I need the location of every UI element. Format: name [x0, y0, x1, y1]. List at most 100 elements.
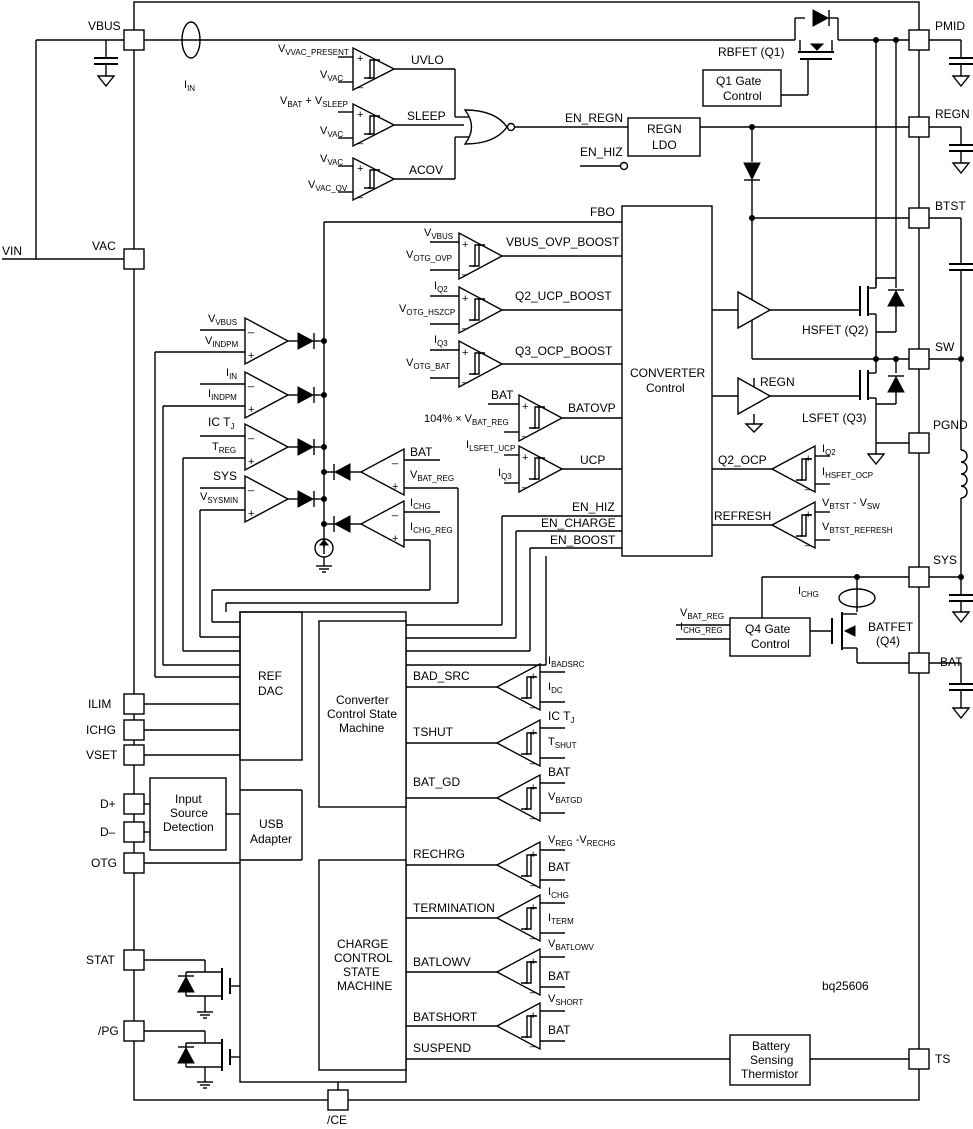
svg-text:+: +	[530, 727, 536, 739]
signal-q2-ucp-boost: Q2_UCP_BOOST	[515, 289, 612, 303]
pin-sw[interactable]	[908, 348, 930, 370]
digital-core	[239, 611, 407, 1083]
pin-ce[interactable]	[327, 1089, 349, 1111]
pin-label-ichg: ICHG	[86, 723, 116, 737]
svg-text:_: _	[529, 875, 537, 887]
pin-dminus[interactable]	[123, 821, 145, 843]
diode-icon	[177, 975, 195, 993]
svg-text:IDC: IDC	[548, 681, 563, 695]
comparator-rechrg: RECHRG +_	[406, 840, 565, 890]
comparator-vindpm: _+	[244, 316, 290, 366]
svg-text:IINDPM: IINDPM	[208, 388, 237, 402]
signal-q3-ocp-boost: Q3_OCP_BOOST	[515, 344, 613, 358]
svg-text:IQ2: IQ2	[434, 280, 448, 294]
svg-text:_: _	[461, 372, 469, 384]
svg-text:RECHRG: RECHRG	[413, 847, 465, 861]
pin-ts[interactable]	[908, 1048, 930, 1070]
charge-control-state-machine	[318, 859, 407, 1071]
pin-label-pmid: PMID	[935, 19, 965, 33]
pin-ichg[interactable]	[123, 719, 145, 741]
diode-vindpm	[288, 332, 327, 350]
pin-otg[interactable]	[123, 852, 145, 874]
svg-text:_: _	[461, 264, 469, 276]
signal-refresh: REFRESH	[714, 509, 771, 523]
svg-text:VVAC: VVAC	[320, 69, 343, 83]
svg-text:+: +	[805, 509, 811, 521]
pin-bat[interactable]	[908, 652, 930, 674]
svg-text:Control: Control	[751, 637, 790, 651]
svg-text:_: _	[521, 426, 529, 438]
label-hsfet: HSFET (Q2)	[802, 323, 868, 337]
pin-label-btst: BTST	[935, 199, 966, 213]
comparator-treg: _+	[244, 422, 290, 472]
svg-text:BATLOWV: BATLOWV	[413, 955, 471, 969]
pin-pg[interactable]	[123, 1020, 145, 1042]
comparator-uvlo: +_	[352, 46, 455, 92]
svg-text:IC TJ: IC TJ	[548, 709, 574, 725]
pin-label-dminus: D–	[100, 825, 116, 839]
comparator-q3-ocp-boost: +_	[458, 339, 622, 389]
comparator-iindpm: _+	[244, 370, 290, 420]
svg-text:ITERM: ITERM	[548, 912, 574, 926]
label-sys: SYS	[213, 469, 237, 483]
pin-pgnd[interactable]	[908, 432, 930, 454]
diode-vsysmin	[288, 490, 327, 508]
battery-sensing-thermistor	[729, 1034, 811, 1086]
svg-text:LDO: LDO	[652, 138, 677, 152]
comparator-batshort: BATSHORT +_	[406, 1001, 565, 1051]
regn-ldo	[627, 117, 701, 157]
svg-text:TSHUT: TSHUT	[413, 725, 454, 739]
svg-text:VBTST_REFRESH: VBTST_REFRESH	[822, 521, 893, 535]
svg-text:+: +	[530, 956, 536, 968]
signal-en-hiz-ldo: EN_HIZ	[580, 145, 623, 159]
current-sense-ichg	[838, 588, 876, 608]
svg-text:+: +	[522, 452, 528, 464]
inductor-icon	[960, 449, 968, 499]
svg-text:CONTROL: CONTROL	[334, 951, 393, 965]
current-sense-iin	[181, 21, 201, 59]
comparator-batlowv: BATLOWV + _	[406, 947, 565, 997]
pin-stat[interactable]	[123, 949, 145, 971]
svg-text:VVVAC_PRESENT: VVVAC_PRESENT	[278, 43, 349, 57]
pin-sys[interactable]	[908, 566, 930, 588]
pin-label-vset: VSET	[86, 748, 118, 762]
svg-text:Sensing: Sensing	[750, 1053, 793, 1067]
svg-text:ICHG: ICHG	[410, 497, 431, 511]
pin-label-vbus: VBUS	[88, 19, 121, 33]
signal-ucp: UCP	[580, 453, 605, 467]
svg-text:_: _	[529, 982, 537, 994]
label-bat-reg-input: BAT	[410, 445, 433, 459]
svg-text:+: +	[522, 401, 528, 413]
svg-text:VVAC: VVAC	[320, 153, 343, 167]
svg-text:REGN: REGN	[647, 122, 682, 136]
pin-vac[interactable]	[123, 248, 145, 270]
svg-text:+: +	[357, 53, 363, 65]
svg-text:+: +	[462, 239, 468, 251]
pin-btst[interactable]	[908, 207, 930, 229]
comparator-refresh: +_	[770, 500, 816, 550]
comparator-bad-src: BAD_SRC +_	[406, 662, 565, 712]
svg-text:Machine: Machine	[339, 721, 385, 735]
pin-label-stat: STAT	[86, 953, 116, 967]
pin-dplus[interactable]	[123, 793, 145, 815]
svg-text:_: _	[804, 535, 812, 547]
svg-text:_: _	[391, 453, 399, 465]
pin-regn[interactable]	[908, 116, 930, 138]
q1-gate-control	[702, 69, 782, 107]
pin-vset[interactable]	[123, 744, 145, 766]
pin-ilim[interactable]	[123, 693, 145, 715]
diode-icon	[743, 162, 761, 181]
converter-control-state-machine	[318, 620, 407, 808]
pin-label-pg: /PG	[98, 1024, 119, 1038]
svg-text:+: +	[357, 109, 363, 121]
ground-icon	[951, 75, 971, 88]
svg-text:IQ3: IQ3	[498, 467, 512, 481]
svg-text:VVBUS: VVBUS	[424, 227, 453, 241]
svg-text:_: _	[356, 187, 364, 199]
pin-vbus[interactable]	[123, 29, 145, 51]
pin-pmid[interactable]	[908, 29, 930, 51]
ground-icon	[951, 611, 971, 624]
svg-text:IQ3: IQ3	[434, 334, 448, 348]
svg-text:REF: REF	[258, 669, 282, 683]
svg-text:ILSFET_UCP: ILSFET_UCP	[466, 439, 515, 453]
